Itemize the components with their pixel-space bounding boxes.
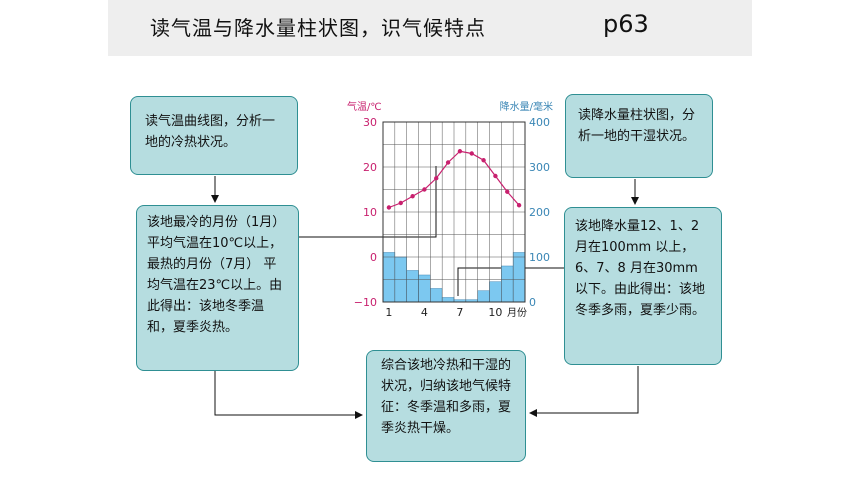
precip-instruction-box: 读降水量柱状图，分析一地的干湿状况。 bbox=[565, 94, 713, 178]
conclusion-box: 综合该地冷热和干湿的状况，归纳该地气候特征：冬季温和多雨，夏季炎热干燥。 bbox=[366, 350, 526, 462]
temperature-point bbox=[481, 158, 486, 163]
x-tick-label: 4 bbox=[421, 306, 428, 319]
temp-tick-label: −10 bbox=[354, 296, 377, 309]
page-title: 读气温与降水量柱状图，识气候特点 bbox=[150, 16, 486, 40]
header-bar bbox=[108, 0, 752, 56]
temp-instruction-box: 读气温曲线图，分析一地的冷热状况。 bbox=[130, 96, 298, 175]
x-tick-label: 1 bbox=[385, 306, 392, 319]
arrow-right-to-conclusion bbox=[529, 366, 639, 417]
page-number: p63 bbox=[603, 10, 649, 38]
precip-tick-label: 200 bbox=[529, 206, 550, 219]
precip-tick-label: 300 bbox=[529, 161, 550, 174]
precip-bar bbox=[382, 252, 396, 303]
x-unit-label: 月份 bbox=[507, 307, 527, 319]
temperature-point bbox=[457, 149, 463, 154]
temperature-line bbox=[388, 150, 520, 209]
precip-bar bbox=[430, 288, 443, 303]
precip-bar bbox=[406, 270, 419, 303]
temp-tick-label: 30 bbox=[363, 116, 377, 129]
precip-bar bbox=[512, 252, 526, 303]
temperature-point bbox=[505, 189, 510, 194]
x-tick-label: 7 bbox=[456, 306, 463, 319]
temp-tick-label: 10 bbox=[363, 206, 377, 219]
temp-tick-label: 20 bbox=[363, 161, 377, 174]
temperature-point bbox=[410, 194, 415, 199]
precip-bar bbox=[501, 265, 514, 303]
precip-bar bbox=[441, 297, 455, 303]
temperature-point bbox=[493, 173, 498, 179]
plot-frame bbox=[382, 121, 526, 303]
precip-tick-label: 100 bbox=[529, 251, 550, 264]
x-tick-label: 10 bbox=[488, 306, 502, 319]
precip-axis-label: 降水量/毫米 bbox=[500, 100, 553, 113]
temp-tick-label: 0 bbox=[370, 251, 377, 264]
temp-axis-label: 气温/℃ bbox=[347, 100, 382, 113]
temperature-point bbox=[434, 176, 439, 181]
precip-bar bbox=[489, 281, 502, 303]
temperature-point bbox=[469, 151, 474, 156]
temperature-point bbox=[516, 203, 522, 208]
temperature-point bbox=[445, 160, 451, 165]
temperature-point bbox=[422, 187, 427, 192]
precip-tick-label: 0 bbox=[529, 296, 536, 309]
temp-result-box: 该地最冷的月份（1月） 平均气温在10℃以上，最热的月份（7月） 平均气温在23… bbox=[136, 205, 299, 371]
precip-bar bbox=[418, 274, 431, 303]
temperature-point bbox=[386, 205, 392, 210]
precip-tick-label: 400 bbox=[529, 116, 550, 129]
arrow-left-to-conclusion bbox=[214, 371, 363, 419]
precip-result-box: 该地降水量12、1、2 月在100mm 以上， 6、7、8 月在30mm 以下。… bbox=[564, 207, 722, 365]
precip-bar bbox=[477, 290, 490, 303]
temperature-point bbox=[398, 200, 403, 206]
